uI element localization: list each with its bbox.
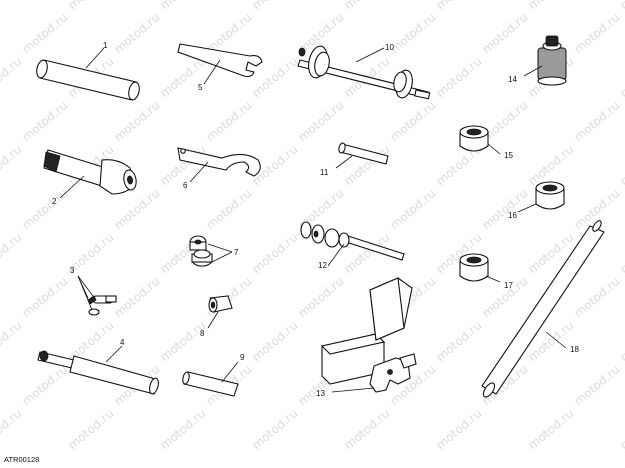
tool-10-bearing-puller — [297, 45, 431, 100]
tool-3-clips — [77, 275, 117, 316]
watermark-text: motod.ru — [571, 274, 622, 320]
watermark-text: motod.ru — [65, 0, 116, 12]
tool-2-bell-puller — [43, 149, 137, 199]
watermark-text: motod.ru — [65, 406, 116, 452]
callout-6: 6 — [183, 181, 188, 190]
watermark-text: motod.ru — [249, 230, 300, 276]
watermark-text: motod.ru — [157, 318, 208, 364]
watermark-text: motod.ru — [479, 186, 530, 232]
tool-4-handle-pin — [37, 345, 159, 395]
callout-17: 17 — [504, 281, 513, 290]
callout-8: 8 — [200, 329, 205, 338]
watermark-text: motod.ru — [157, 406, 208, 452]
callout-2: 2 — [52, 197, 57, 206]
callout-13: 13 — [316, 389, 325, 398]
watermark-text: motod.ru — [617, 406, 625, 452]
watermark-text: motod.ru — [203, 98, 254, 144]
watermark-text: motod.ru — [617, 0, 625, 12]
watermark-text: motod.ru — [341, 0, 392, 12]
tool-17-cup — [459, 253, 501, 283]
watermark-text: motod.ru — [617, 54, 625, 100]
watermark-text: motod.ru — [387, 186, 438, 232]
callout-3: 3 — [70, 266, 75, 275]
watermark-text: motod.ru — [617, 142, 625, 188]
watermark-text: motod.ru — [111, 98, 162, 144]
watermark-text: motod.ru — [433, 0, 484, 12]
watermark-text: motod.ru — [433, 406, 484, 452]
watermark-text: motod.ru — [65, 318, 116, 364]
watermark-text: motod.ru — [525, 406, 576, 452]
tool-8-nut — [207, 295, 233, 329]
watermark-text: motod.ru — [0, 230, 25, 276]
watermark-text: motod.ru — [0, 142, 25, 188]
watermark-text: motod.ru — [19, 10, 70, 56]
watermark-text: motod.ru — [433, 54, 484, 100]
tool-16-cup — [517, 181, 565, 213]
watermark-text: motod.ru — [0, 318, 25, 364]
watermark-text: motod.ru — [525, 0, 576, 12]
tool-6-hook-wrench — [177, 147, 261, 183]
watermark-text: motod.ru — [19, 186, 70, 232]
watermark-text: motod.ru — [111, 274, 162, 320]
watermark-text: motod.ru — [249, 318, 300, 364]
callout-9: 9 — [240, 353, 245, 362]
callout-11: 11 — [320, 168, 329, 177]
watermark-text: motod.ru — [249, 0, 300, 12]
callout-16: 16 — [508, 211, 517, 220]
watermark-text: motod.ru — [525, 142, 576, 188]
callout-5: 5 — [198, 83, 203, 92]
tool-1-sleeve — [36, 47, 140, 101]
tool-11-pin — [335, 142, 389, 169]
tool-9-drift — [182, 361, 239, 397]
callout-14: 14 — [508, 75, 517, 84]
tool-13-case — [320, 277, 417, 393]
watermark-text: motod.ru — [433, 318, 484, 364]
watermark-text: motod.ru — [617, 230, 625, 276]
watermark-text: motod.ru — [0, 0, 25, 12]
watermark-text: motod.ru — [617, 318, 625, 364]
watermark-text: motod.ru — [387, 98, 438, 144]
watermark-text: motod.ru — [19, 362, 70, 408]
callout-15: 15 — [504, 151, 513, 160]
watermark-text: motod.ru — [571, 98, 622, 144]
watermark-text: motod.ru — [157, 0, 208, 12]
watermark-text: motod.ru — [249, 406, 300, 452]
watermark-text: motod.ru — [19, 98, 70, 144]
watermark-text: motod.ru — [295, 274, 346, 320]
watermark-text: motod.ru — [295, 98, 346, 144]
tool-14-knurled-cylinder — [523, 35, 567, 86]
tool-7-adaptors — [189, 235, 233, 267]
tool-12-shaft — [300, 221, 405, 267]
watermark-text: motod.ru — [19, 274, 70, 320]
callout-12: 12 — [318, 261, 327, 270]
watermark-text: motod.ru — [571, 362, 622, 408]
watermark-text: motod.ru — [203, 186, 254, 232]
diagram-code: ATR00128 — [4, 455, 39, 464]
watermark-text: motod.ru — [571, 10, 622, 56]
callout-1: 1 — [103, 41, 108, 50]
watermark-text: motod.ru — [0, 54, 25, 100]
watermark-text: motod.ru — [0, 406, 25, 452]
watermark-text: motod.ru — [387, 10, 438, 56]
tool-5-flat-wrench — [177, 43, 263, 85]
watermark-text: motod.ru — [479, 10, 530, 56]
callout-4: 4 — [120, 338, 125, 347]
watermark-text: motod.ru — [157, 54, 208, 100]
callout-18: 18 — [570, 345, 579, 354]
callout-labels: 1 2 3 4 5 6 7 8 9 10 11 12 13 14 15 16 1… — [52, 41, 579, 398]
tool-15-cup — [459, 125, 501, 155]
callout-7: 7 — [234, 248, 239, 257]
watermark-text: motod.ru — [111, 10, 162, 56]
callout-10: 10 — [385, 43, 394, 52]
tool-18-long-bar — [481, 220, 605, 398]
watermark-text: motod.ru — [341, 406, 392, 452]
